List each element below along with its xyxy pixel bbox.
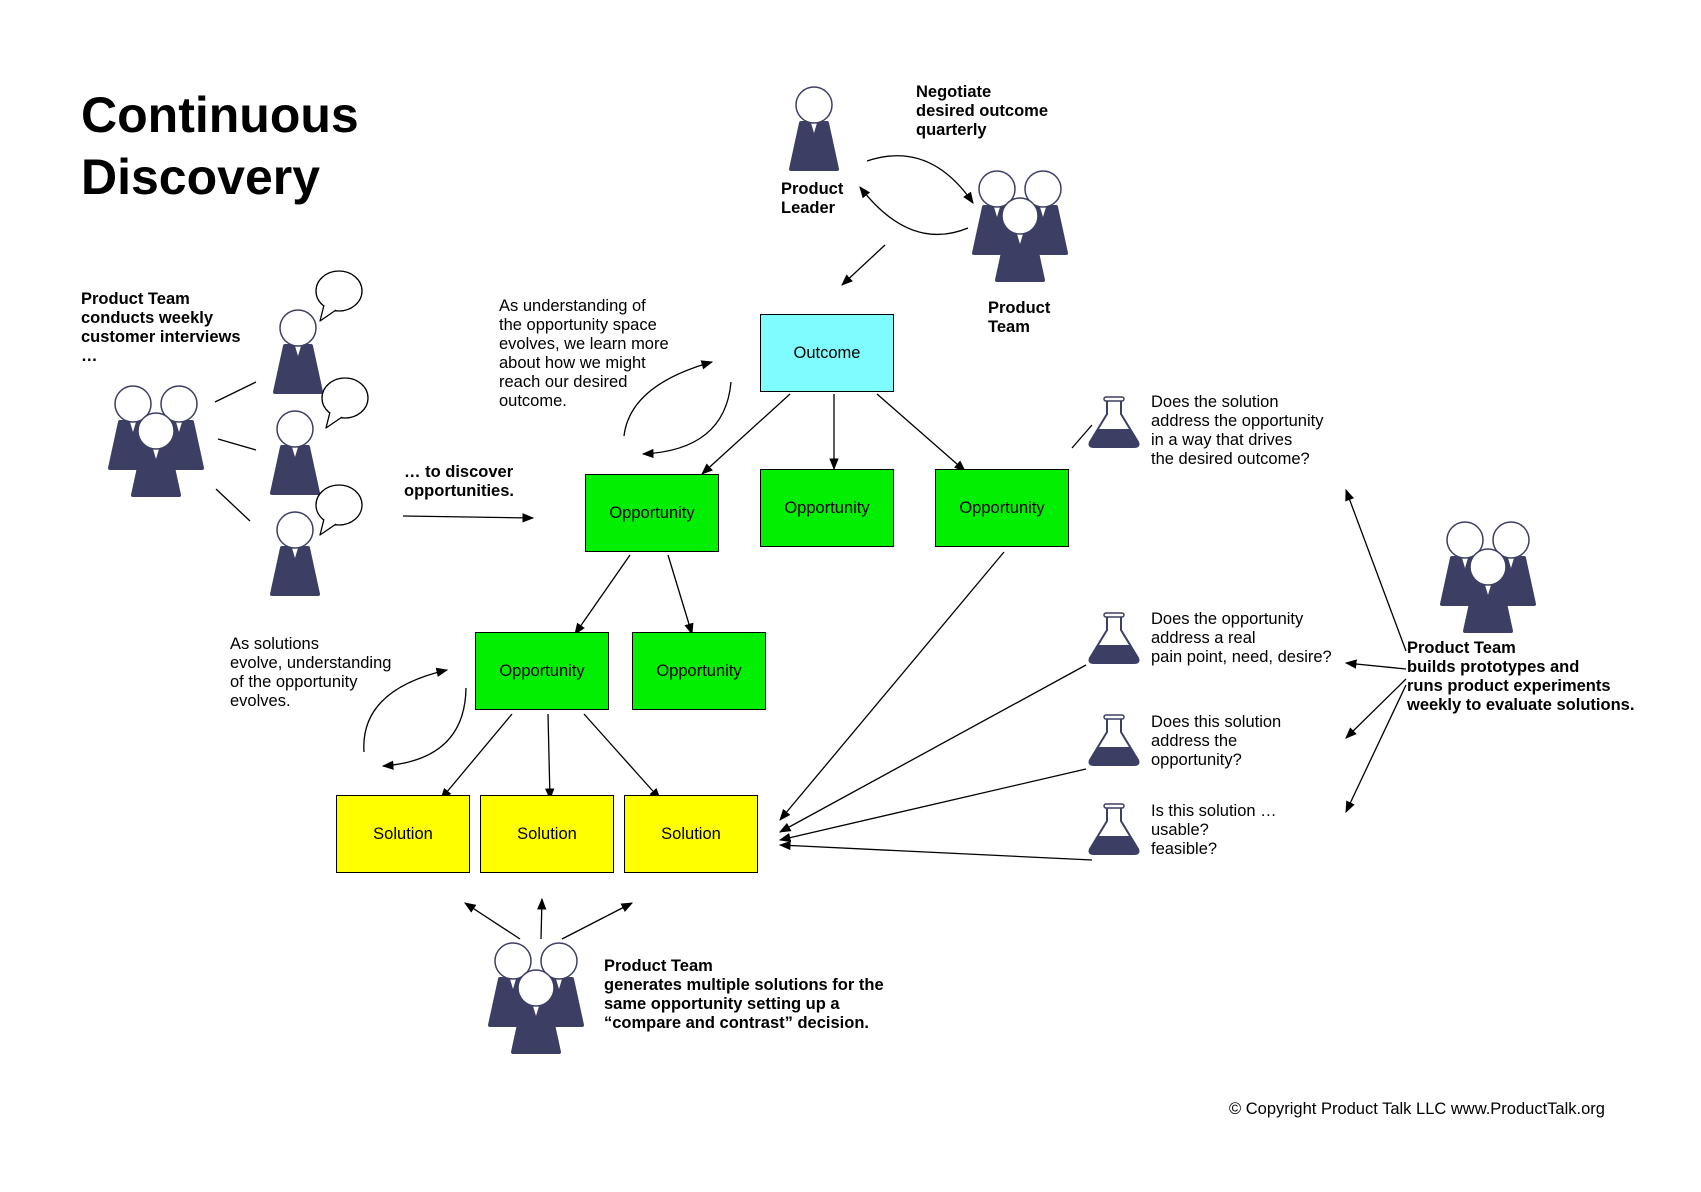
solutions-evolve-label: As solutions evolve, understanding of th… [230,635,392,710]
team-to-sol2-arrow [537,897,547,940]
solution-box-3: Solution [624,795,758,873]
team-to-q3-arrow [1345,678,1407,739]
oppmid-to-sol2-arrow [545,713,555,801]
customer-icon-1 [273,308,323,394]
product-team-icon-top [974,171,1066,280]
product-team-icon-experiments [1442,522,1534,631]
flask4-to-solution-arrow [778,840,1093,861]
oppmid-to-sol1-arrow [440,713,513,800]
evolve-curve-up [623,360,714,437]
outcome-to-opp3-arrow [876,393,966,472]
opp-to-opp-mid2-arrow [667,554,694,636]
team-to-q1-arrow [1345,488,1407,652]
flask-icon-3 [1088,714,1140,766]
page-title: Continuous Discovery [81,87,359,205]
experiments-label: Product Team builds prototypes and runs … [1407,639,1635,714]
flask-icon-1 [1088,396,1140,448]
flask1-line [1071,424,1093,449]
leader-to-outcome-arrow [841,244,886,286]
team-to-sol3-arrow [561,902,634,940]
customer-icon-2 [270,409,320,495]
product-team-label-top: Product Team [988,299,1051,336]
product-team-icon-interviews [110,386,202,495]
understanding-space-label: As understanding of the opportunity spac… [499,297,669,410]
flask3-to-solution-arrow [778,768,1087,843]
opportunity-box-1: Opportunity [585,474,719,552]
discover-label: … to discover opportunities. [404,463,514,500]
outcome-to-opp1-arrow [701,393,791,475]
customer-icon-3 [270,510,320,596]
opportunity-box-2: Opportunity [760,469,894,547]
opportunity-box-3: Opportunity [935,469,1069,547]
solution-box-1: Solution [336,795,470,873]
evolve-curve-down [641,381,732,459]
product-leader-icon [789,85,839,171]
question-solution-fit: Does this solution address the opportuni… [1151,713,1282,769]
team-to-q4-arrow [1345,684,1407,814]
opportunity-box-child-1: Opportunity [475,632,609,710]
negotiate-arrow-to-team [866,155,974,204]
flask-icon-2 [1088,612,1140,664]
interview-line-2 [217,438,257,451]
product-leader-label: Product Leader [781,180,844,217]
oppmid-to-sol3-arrow [583,713,661,800]
question-opportunity: Does the opportunity address a real pain… [1151,610,1332,666]
outcome-box: Outcome [760,314,894,392]
interview-line-3 [215,488,251,522]
negotiate-arrow-to-leader [859,186,969,236]
solutions-evolve-curve-up [363,667,449,753]
opp-to-opp-mid1-arrow [574,554,631,635]
question-usable-feasible: Is this solution … usable? feasible? [1151,802,1277,858]
opportunity-box-child-2: Opportunity [632,632,766,710]
flask-icon-4 [1088,803,1140,855]
product-team-icon-solutions [490,943,582,1052]
speech-bubble-icon-2 [320,376,370,430]
interview-line-1 [214,381,257,403]
team-to-sol1-arrow [464,902,521,940]
speech-bubble-icon-1 [314,269,364,323]
negotiate-label: Negotiate desired outcome quarterly [916,83,1049,139]
speech-bubble-icon-3 [314,483,364,537]
question-outcome: Does the solution address the opportunit… [1151,393,1324,468]
copyright-text: © Copyright Product Talk LLC www.Product… [1229,1100,1605,1118]
flask2-to-solution-arrow [778,664,1087,833]
solution-box-2: Solution [480,795,614,873]
interviews-label: Product Team conducts weekly customer in… [81,290,241,365]
discover-arrow [402,513,535,523]
solutions-evolve-curve-down [381,687,467,770]
generates-solutions-label: Product Team generates multiple solution… [604,957,884,1032]
team-to-q2-arrow [1344,659,1407,670]
opp3-to-solution-arrow [779,551,1005,821]
